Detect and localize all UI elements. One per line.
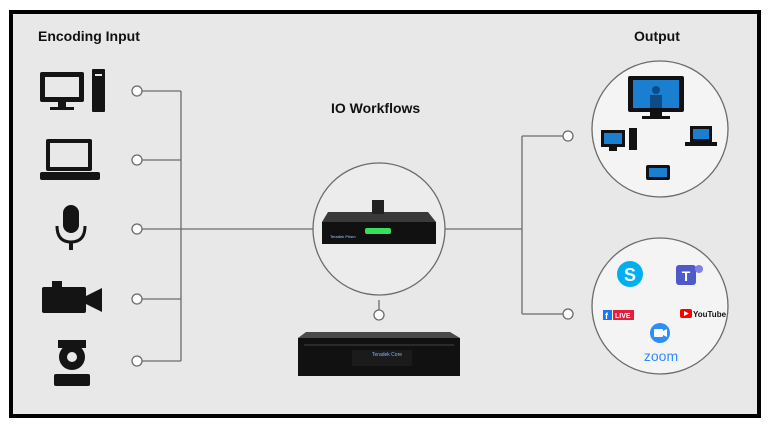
youtube-text: YouTube — [693, 310, 727, 319]
output-label: Output — [634, 28, 680, 44]
laptop-icon — [40, 139, 100, 180]
connection-lines — [142, 90, 563, 362]
connector-nodes — [131, 85, 574, 367]
laptop-output-icon — [685, 126, 717, 146]
teams-icon: T — [676, 265, 703, 285]
rack-brand-text: Teradek Core — [372, 352, 402, 358]
microphone-icon — [55, 205, 87, 250]
svg-text:S: S — [624, 265, 636, 285]
desktop-output-icon — [601, 128, 637, 151]
zoom-icon: zoom — [644, 323, 678, 364]
video-camera-icon — [42, 281, 102, 313]
monitor-icon — [628, 76, 684, 119]
svg-text:T: T — [682, 268, 691, 284]
desktop-computer-icon — [40, 69, 105, 112]
encoder-device-icon: Teradek Prism — [322, 200, 436, 244]
ptz-camera-icon — [54, 340, 90, 386]
encoder-brand-text: Teradek Prism — [330, 234, 356, 239]
facebook-live-icon: f LIVE — [603, 310, 634, 321]
encoding-input-label: Encoding Input — [38, 28, 140, 44]
io-workflows-label: IO Workflows — [331, 100, 421, 116]
svg-text:f: f — [605, 311, 609, 321]
rack-server-icon: Teradek Core — [298, 332, 460, 376]
zoom-text: zoom — [644, 348, 678, 364]
tablet-output-icon — [646, 165, 670, 180]
skype-icon: S — [617, 261, 643, 287]
facebook-live-text: LIVE — [615, 313, 631, 320]
displays-output-circle — [591, 60, 729, 198]
youtube-icon: YouTube — [680, 309, 727, 319]
